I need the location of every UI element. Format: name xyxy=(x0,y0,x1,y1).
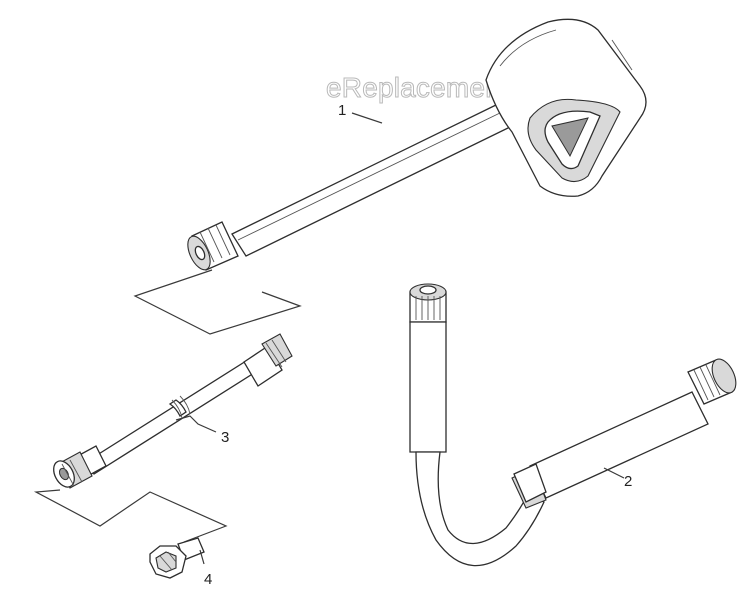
callout-1: 1 xyxy=(338,102,346,119)
connector-lines-lower xyxy=(33,489,228,543)
leader-1 xyxy=(351,112,383,124)
part-2-angled-hose xyxy=(409,283,737,567)
callout-3: 3 xyxy=(221,429,229,446)
leader-4 xyxy=(199,549,205,565)
leader-2 xyxy=(603,467,625,479)
leader-3 xyxy=(175,415,217,433)
part-4-nozzle xyxy=(149,537,205,579)
part-3-extension-hose xyxy=(53,333,293,489)
callout-2: 2 xyxy=(624,473,632,490)
part-1-trigger-gun xyxy=(187,18,647,271)
callout-4: 4 xyxy=(204,571,212,588)
connector-lines-upper xyxy=(133,269,302,335)
